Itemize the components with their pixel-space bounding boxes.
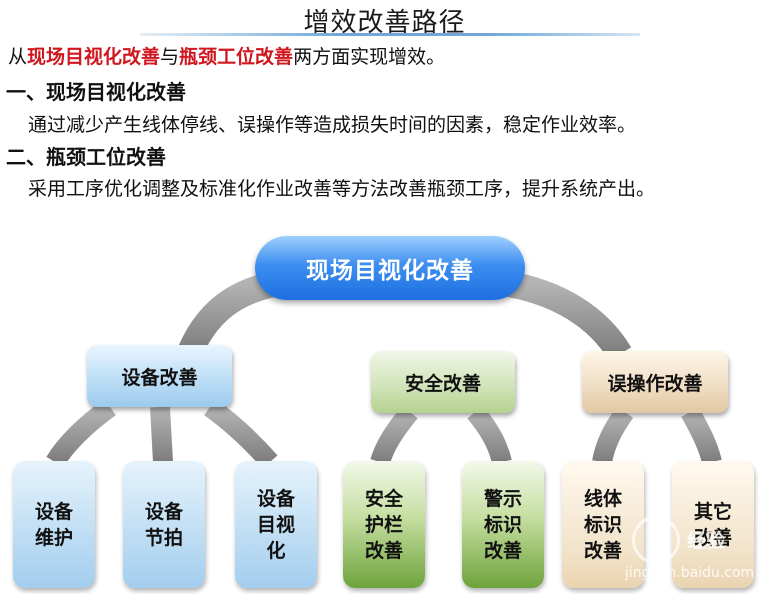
leaf-text-line: 维护 (35, 525, 73, 551)
leaf-text-line: 护栏 (365, 512, 403, 538)
connector-mid1-leaf2 (160, 407, 163, 462)
root-node: 现场目视化改善 (255, 236, 525, 300)
leaf-text-line: 其它 (694, 499, 732, 525)
connector-mid2-leaf2 (475, 412, 502, 462)
leaf-equipment-takt: 设备节拍 (123, 461, 205, 588)
branch-equipment-node: 设备改善 (87, 345, 232, 407)
leaf-text-line: 设备 (145, 499, 183, 525)
leaf-text-line: 警示 (484, 486, 522, 512)
leaf-warning-sign: 警示标识改善 (462, 461, 544, 588)
leaf-text-line: 标识 (484, 512, 522, 538)
connector-mid1-leaf1 (55, 407, 110, 462)
watermark-paw-icon (632, 516, 680, 564)
leaf-text-line: 化 (257, 538, 295, 564)
connector-mid2-leaf1 (380, 412, 410, 462)
leaf-safety-guardrail: 安全护栏改善 (343, 461, 425, 588)
connector-mid3-leaf2 (690, 412, 712, 462)
branch-safety-node: 安全改善 (371, 351, 515, 413)
leaf-equipment-visualization: 设备目视化 (235, 461, 317, 588)
leaf-text-line: 改善 (484, 538, 522, 564)
leaf-text-line: 改善 (584, 538, 622, 564)
leaf-text-line: 目视 (257, 512, 295, 538)
watermark-url: jingyan.baidu.com (625, 565, 754, 581)
leaf-equipment-maintenance: 设备维护 (13, 461, 95, 588)
watermark-brand: 经验 (687, 526, 725, 553)
leaf-text-line: 线体 (584, 486, 622, 512)
leaf-text-line: 节拍 (145, 525, 183, 551)
connector-mid3-leaf1 (602, 412, 625, 462)
leaf-text-line: 改善 (365, 538, 403, 564)
leaf-text-line: 安全 (365, 486, 403, 512)
branch-misoperation-node: 误操作改善 (582, 351, 728, 413)
connector-mid1-leaf3 (210, 407, 270, 462)
leaf-text-line: 设备 (257, 486, 295, 512)
leaf-text-line: 设备 (35, 499, 73, 525)
connector-root-right (495, 282, 620, 354)
leaf-text-line: 标识 (584, 512, 622, 538)
